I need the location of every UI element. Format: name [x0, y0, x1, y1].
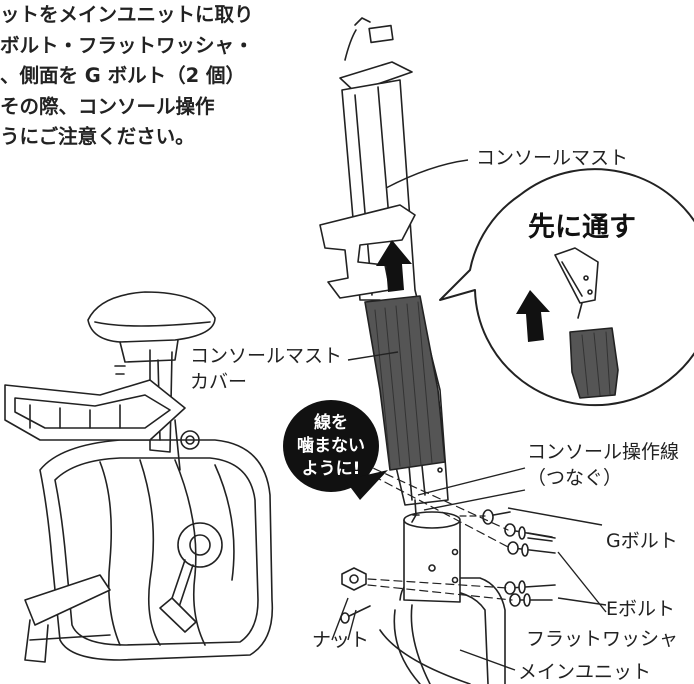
- inset-detail: [439, 168, 694, 407]
- label-mast-cover-line1: コンソールマスト: [190, 345, 343, 367]
- instruction-line: うにご注意ください。: [0, 125, 195, 148]
- instruction-line: ボルト・フラットワッシャ・: [0, 33, 254, 57]
- callout-line: ように!: [301, 459, 361, 479]
- inset-title: 先に通す: [528, 212, 636, 243]
- label-nut: ナット: [312, 629, 370, 651]
- callout-bubble: [283, 400, 388, 500]
- bike-frame: [4, 291, 274, 663]
- upward-arrows: [376, 240, 550, 342]
- instruction-line: 、側面を G ボルト（2 個）: [0, 64, 245, 87]
- label-main-unit: メインユニット: [518, 661, 652, 683]
- instruction-line: ットをメインユニットに取り: [0, 3, 254, 26]
- leader-lines: [331, 159, 607, 671]
- instruction-text: ットをメインユニットに取り ボルト・フラットワッシャ・ 、側面を G ボルト（2…: [0, 0, 300, 153]
- label-console-mast: コンソールマスト: [476, 147, 629, 169]
- label-control-wire-line1: コンソール操作線: [527, 441, 680, 463]
- callout-line: 噛まない: [297, 436, 365, 456]
- callout-line: 線を: [314, 413, 348, 433]
- label-control-wire-line2: （つなぐ）: [527, 467, 623, 489]
- label-g-bolt: Gボルト: [606, 530, 678, 552]
- callout-text: 線を 噛まない ように!: [283, 412, 379, 481]
- instruction-line: その際、コンソール操作: [0, 94, 215, 118]
- label-flat-washer: フラットワッシャ: [526, 628, 679, 650]
- label-mast-cover-line2: カバー: [190, 371, 248, 393]
- mast-cover: [364, 295, 446, 471]
- label-e-bolt: Eボルト: [606, 598, 676, 620]
- main-unit-body: [379, 511, 506, 684]
